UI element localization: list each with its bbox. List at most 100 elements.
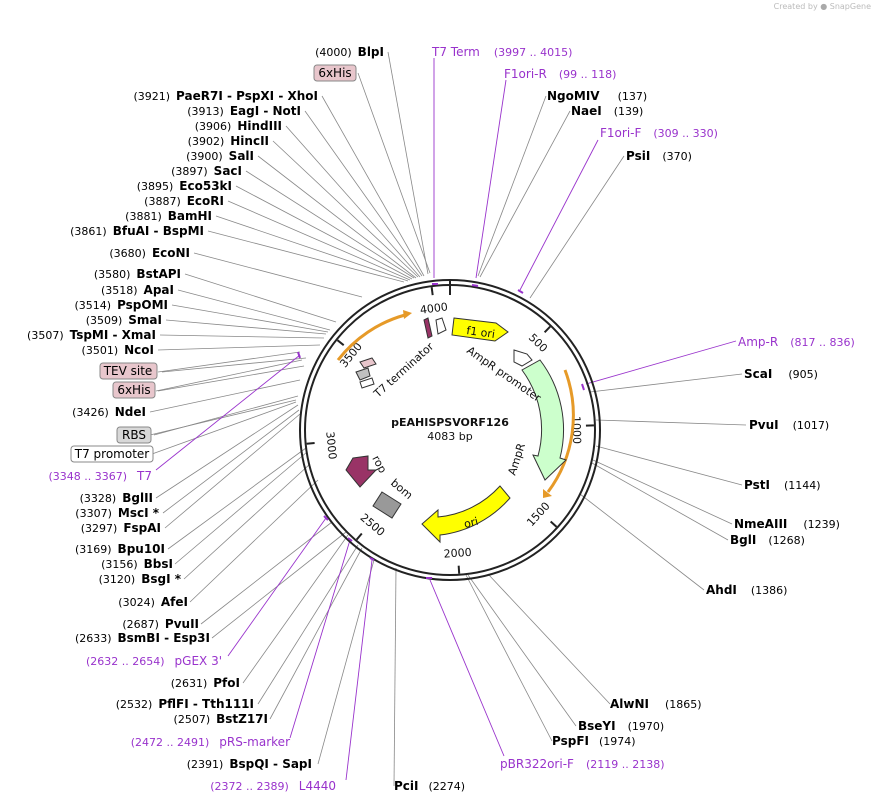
- enzyme-label[interactable]: AlwNI(1865): [610, 697, 702, 711]
- boxed-label-rbs[interactable]: RBS: [122, 428, 146, 442]
- enzyme-label[interactable]: (3580)BstAPI: [94, 267, 181, 281]
- box-6xhis-top: [313, 64, 357, 82]
- enzyme-label[interactable]: (4000)BlpI: [315, 45, 384, 59]
- enzyme-label[interactable]: ScaI(905): [744, 367, 818, 381]
- enzyme-label[interactable]: (3509)SmaI: [86, 313, 162, 327]
- ruler-tick-label: 1500: [524, 500, 552, 529]
- boxed-label-t7-promoter[interactable]: T7 promoter: [74, 447, 150, 461]
- ruler-tick: [457, 565, 461, 574]
- enzyme-label[interactable]: (3507)TspMI - XmaI: [27, 328, 156, 342]
- boxed-label-tev-site[interactable]: TEV site: [103, 364, 153, 378]
- leader-line: [157, 344, 321, 351]
- enzyme-label[interactable]: (3328)BglII: [80, 491, 153, 505]
- enzyme-label[interactable]: (3861)BfuAI - BspMI: [70, 224, 204, 238]
- enzyme-label[interactable]: (3156)BbsI: [101, 557, 173, 571]
- enzyme-label[interactable]: (3307)MscI *: [75, 506, 159, 520]
- enzyme-label[interactable]: PstI(1144): [744, 478, 821, 492]
- feature-f1-ori[interactable]: [451, 317, 509, 342]
- enzyme-label[interactable]: PvuI(1017): [749, 418, 829, 432]
- leader-line: [479, 110, 571, 278]
- primer-line: [227, 517, 327, 657]
- enzyme-label[interactable]: NgoMIV(137): [547, 89, 647, 103]
- primer-lines: [155, 58, 737, 781]
- enzyme-label[interactable]: (3680)EcoNI: [109, 246, 190, 260]
- leader-line: [589, 373, 743, 393]
- enzyme-label[interactable]: (3518)ApaI: [101, 283, 174, 297]
- feature-ampr-promoter[interactable]: [513, 349, 533, 367]
- enzyme-label[interactable]: NmeAIII(1239): [734, 517, 840, 531]
- leader-line: [227, 200, 411, 281]
- enzyme-label[interactable]: (3881)BamHI: [125, 209, 212, 223]
- primer-label[interactable]: F1ori-R(99 .. 118): [504, 67, 616, 81]
- leader-line: [167, 447, 307, 550]
- enzyme-label[interactable]: (3921)PaeR7I - PspXI - XhoI: [133, 89, 318, 103]
- feature-rop[interactable]: [345, 455, 378, 488]
- leader-line: [207, 230, 405, 283]
- enzyme-label[interactable]: (3169)Bpu10I: [75, 542, 165, 556]
- boxed-label-6xhis[interactable]: 6xHis: [117, 383, 150, 397]
- enzyme-label[interactable]: (3120)BsgI *: [99, 572, 182, 586]
- enzyme-label[interactable]: (3900)SalI: [186, 149, 254, 163]
- box-tev-site: [99, 362, 158, 380]
- leader-line: [592, 459, 733, 525]
- leader-line: [304, 110, 423, 277]
- enzyme-label[interactable]: (2631)PfoI: [171, 676, 240, 690]
- enzyme-label[interactable]: PciI(2274): [394, 779, 465, 793]
- primer-label[interactable]: (3348 .. 3367)T7: [48, 469, 152, 483]
- feature-t7-terminator[interactable]: [355, 367, 371, 381]
- enzyme-label[interactable]: (3887)EcoRI: [144, 194, 224, 208]
- enzyme-label[interactable]: (3426)NdeI: [72, 405, 146, 419]
- enzyme-label[interactable]: (3297)FspAI: [81, 521, 161, 535]
- primer-label[interactable]: (2632 .. 2654)pGEX 3': [86, 654, 222, 668]
- enzyme-label[interactable]: (2391)BspQI - SapI: [187, 757, 312, 771]
- leader-line: [159, 334, 325, 339]
- leader-line: [487, 573, 611, 705]
- leader-line: [257, 544, 359, 705]
- leader-line: [529, 155, 625, 299]
- feature-ori[interactable]: [421, 485, 511, 544]
- enzyme-label[interactable]: (3501)NcoI: [82, 343, 154, 357]
- leader-line: [164, 413, 301, 529]
- primer-label[interactable]: (2472 .. 2491)pRS-marker: [131, 735, 290, 749]
- feature-t7-terminator-part: [359, 377, 375, 389]
- enzyme-label[interactable]: (3514)PspOMI: [74, 298, 168, 312]
- enzyme-label[interactable]: PsiI(370): [626, 149, 692, 163]
- enzyme-label[interactable]: AhdI(1386): [706, 583, 787, 597]
- enzyme-label[interactable]: (2687)PvuII: [122, 617, 199, 631]
- ruler-tick: [549, 520, 558, 528]
- enzyme-label[interactable]: BglI(1268): [730, 533, 805, 547]
- leader-line: [467, 574, 577, 727]
- enzyme-label[interactable]: (3895)Eco53kI: [137, 179, 232, 193]
- leader-line: [162, 409, 300, 514]
- feature-label-ampr: AmpR: [505, 441, 528, 477]
- boxed-label-6xhis[interactable]: 6xHis: [318, 66, 351, 80]
- watermark-prefix: Created by: [773, 2, 818, 11]
- feature-bom[interactable]: [372, 491, 402, 519]
- ruler-tick: [336, 339, 345, 346]
- primer-label[interactable]: (2372 .. 2389)L4440: [210, 779, 336, 793]
- ruler-tick-label: 2000: [443, 546, 472, 561]
- enzyme-label[interactable]: (2507)BstZ17I: [174, 712, 268, 726]
- enzyme-label[interactable]: (2532)PflFI - Tth111I: [116, 697, 254, 711]
- primer-mark: [297, 351, 301, 359]
- enzyme-label[interactable]: (3902)HincII: [188, 134, 269, 148]
- leader-line: [595, 419, 747, 426]
- primer-label[interactable]: F1ori-F(309 .. 330): [600, 126, 718, 140]
- enzyme-label[interactable]: (3906)HindIII: [195, 119, 282, 133]
- enzyme-label[interactable]: (3897)SacI: [171, 164, 242, 178]
- enzyme-label[interactable]: PspFI(1974): [552, 734, 636, 748]
- enzyme-label[interactable]: NaeI(139): [571, 104, 643, 118]
- enzyme-label[interactable]: BseYI(1970): [578, 719, 664, 733]
- enzyme-label[interactable]: (3913)EagI - NotI: [187, 104, 301, 118]
- enzyme-label[interactable]: (3024)AfeI: [118, 595, 188, 609]
- primer-label[interactable]: T7 Term(3997 .. 4015): [431, 45, 572, 59]
- primer-line: [429, 579, 505, 757]
- enzyme-label[interactable]: (2633)BsmBI - Esp3I: [75, 631, 210, 645]
- leader-line: [272, 140, 419, 278]
- primer-label[interactable]: pBR322ori-F(2119 .. 2138): [500, 757, 665, 771]
- leader-line: [257, 155, 417, 279]
- primer-label[interactable]: Amp-R(817 .. 836): [738, 335, 855, 349]
- primer-mark: [471, 284, 479, 287]
- feature-ampr[interactable]: [521, 359, 567, 481]
- primer-labels: T7 Term(3997 .. 4015) F1ori-R(99 .. 118)…: [48, 45, 854, 793]
